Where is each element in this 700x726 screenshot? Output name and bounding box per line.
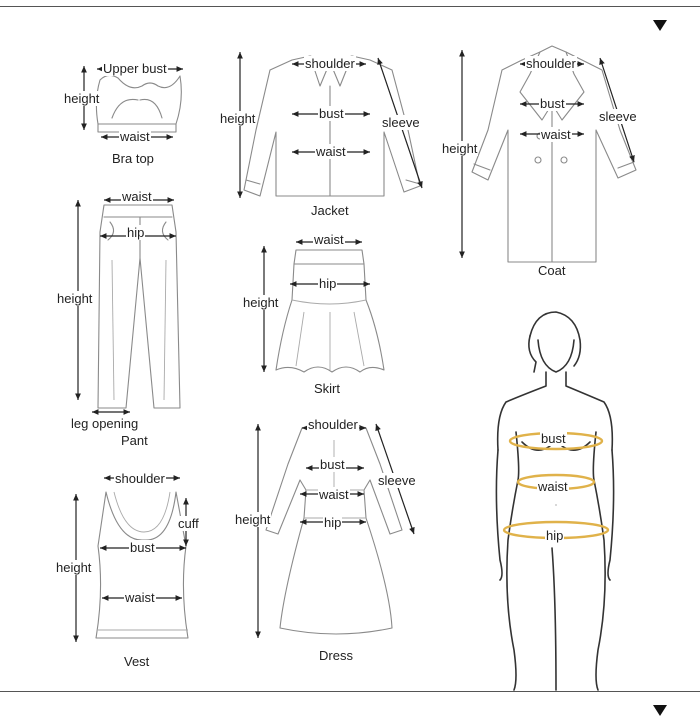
jacket-waist-label: waist bbox=[315, 144, 347, 159]
dress-shoulder-label: shoulder bbox=[307, 417, 359, 432]
coat-garment bbox=[471, 45, 637, 263]
skirt-arrows bbox=[261, 239, 370, 372]
skirt-garment bbox=[275, 249, 385, 373]
jacket-caption: Jacket bbox=[311, 203, 349, 218]
coat-arrows bbox=[459, 50, 635, 258]
dress-hip-label: hip bbox=[323, 515, 343, 530]
dress-waist-label: waist bbox=[318, 487, 350, 502]
vest-waist-label: waist bbox=[124, 590, 156, 605]
jacket-height-label: height bbox=[219, 111, 257, 126]
vest-shoulder-label: shoulder bbox=[114, 471, 166, 486]
bottom-divider bbox=[0, 691, 700, 692]
bra-top-height-label: height bbox=[63, 91, 101, 106]
vest-cuff-label: cuff bbox=[177, 516, 200, 531]
body-figure bbox=[495, 311, 615, 691]
pant-leg-opening-label: leg opening bbox=[70, 416, 140, 431]
bra-top-upper-bust-label: Upper bust bbox=[102, 61, 168, 76]
skirt-hip-label: hip bbox=[318, 276, 338, 291]
coat-sleeve-label: sleeve bbox=[598, 109, 638, 124]
coat-waist-label: waist bbox=[540, 127, 572, 142]
coat-height-label: height bbox=[441, 141, 479, 156]
jacket-bust-label: bust bbox=[318, 106, 345, 121]
body-bust-label: bust bbox=[540, 431, 567, 446]
jacket-shoulder-label: shoulder bbox=[304, 56, 356, 71]
skirt-caption: Skirt bbox=[314, 381, 340, 396]
skirt-height-label: height bbox=[242, 295, 280, 310]
triangle-down-icon[interactable] bbox=[653, 20, 667, 31]
dress-height-label: height bbox=[234, 512, 272, 527]
vest-bust-label: bust bbox=[129, 540, 156, 555]
bra-top-garment bbox=[95, 74, 182, 133]
pant-hip-label: hip bbox=[126, 225, 146, 240]
pant-height-label: height bbox=[56, 291, 94, 306]
pant-waist-label: waist bbox=[121, 189, 153, 204]
vest-garment bbox=[95, 491, 189, 639]
dress-sleeve-label: sleeve bbox=[377, 473, 417, 488]
vest-caption: Vest bbox=[124, 654, 150, 669]
coat-bust-label: bust bbox=[539, 96, 566, 111]
dress-caption: Dress bbox=[319, 648, 353, 663]
dress-bust-label: bust bbox=[319, 457, 346, 472]
vest-height-label: height bbox=[55, 560, 93, 575]
bra-top-waist-label: waist bbox=[119, 129, 151, 144]
body-hip-label: hip bbox=[545, 528, 565, 543]
bra-top-caption: Bra top bbox=[112, 151, 154, 166]
coat-shoulder-label: shoulder bbox=[525, 56, 577, 71]
skirt-waist-label: waist bbox=[313, 232, 345, 247]
body-waist-label: waist bbox=[537, 479, 569, 494]
jacket-sleeve-label: sleeve bbox=[381, 115, 421, 130]
top-divider bbox=[0, 6, 700, 7]
triangle-down-icon[interactable] bbox=[653, 705, 667, 716]
pant-caption: Pant bbox=[121, 433, 148, 448]
vest-arrows bbox=[73, 475, 189, 642]
coat-caption: Coat bbox=[538, 263, 566, 278]
